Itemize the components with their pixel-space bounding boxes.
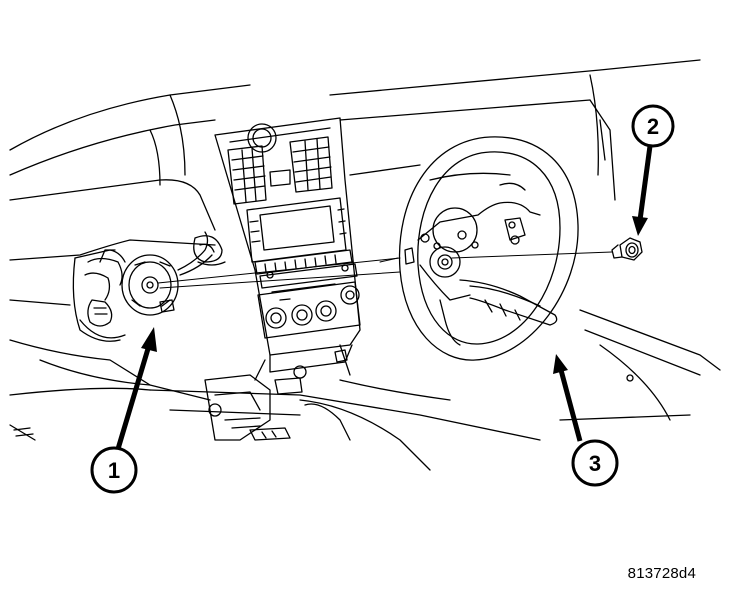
center-stack [214,117,361,395]
steering-wheel-nut [611,237,643,261]
callout-2: 2 [631,104,675,148]
leader-1 [115,327,157,450]
figure-id: 813728d4 [627,565,696,582]
callout-1-label: 1 [108,458,120,483]
callout-3: 3 [571,439,619,487]
callout-1: 1 [90,446,138,494]
callout-2-label: 2 [647,114,659,139]
leader-2 [632,145,653,236]
callout-leaders [115,145,653,450]
steering-wheel [398,136,579,361]
instrument-panel [9,59,721,471]
alignment-lines [157,251,613,289]
callout-3-label: 3 [589,451,601,476]
leader-3 [553,354,583,442]
steering-column [204,374,351,441]
clockspring [72,231,213,342]
